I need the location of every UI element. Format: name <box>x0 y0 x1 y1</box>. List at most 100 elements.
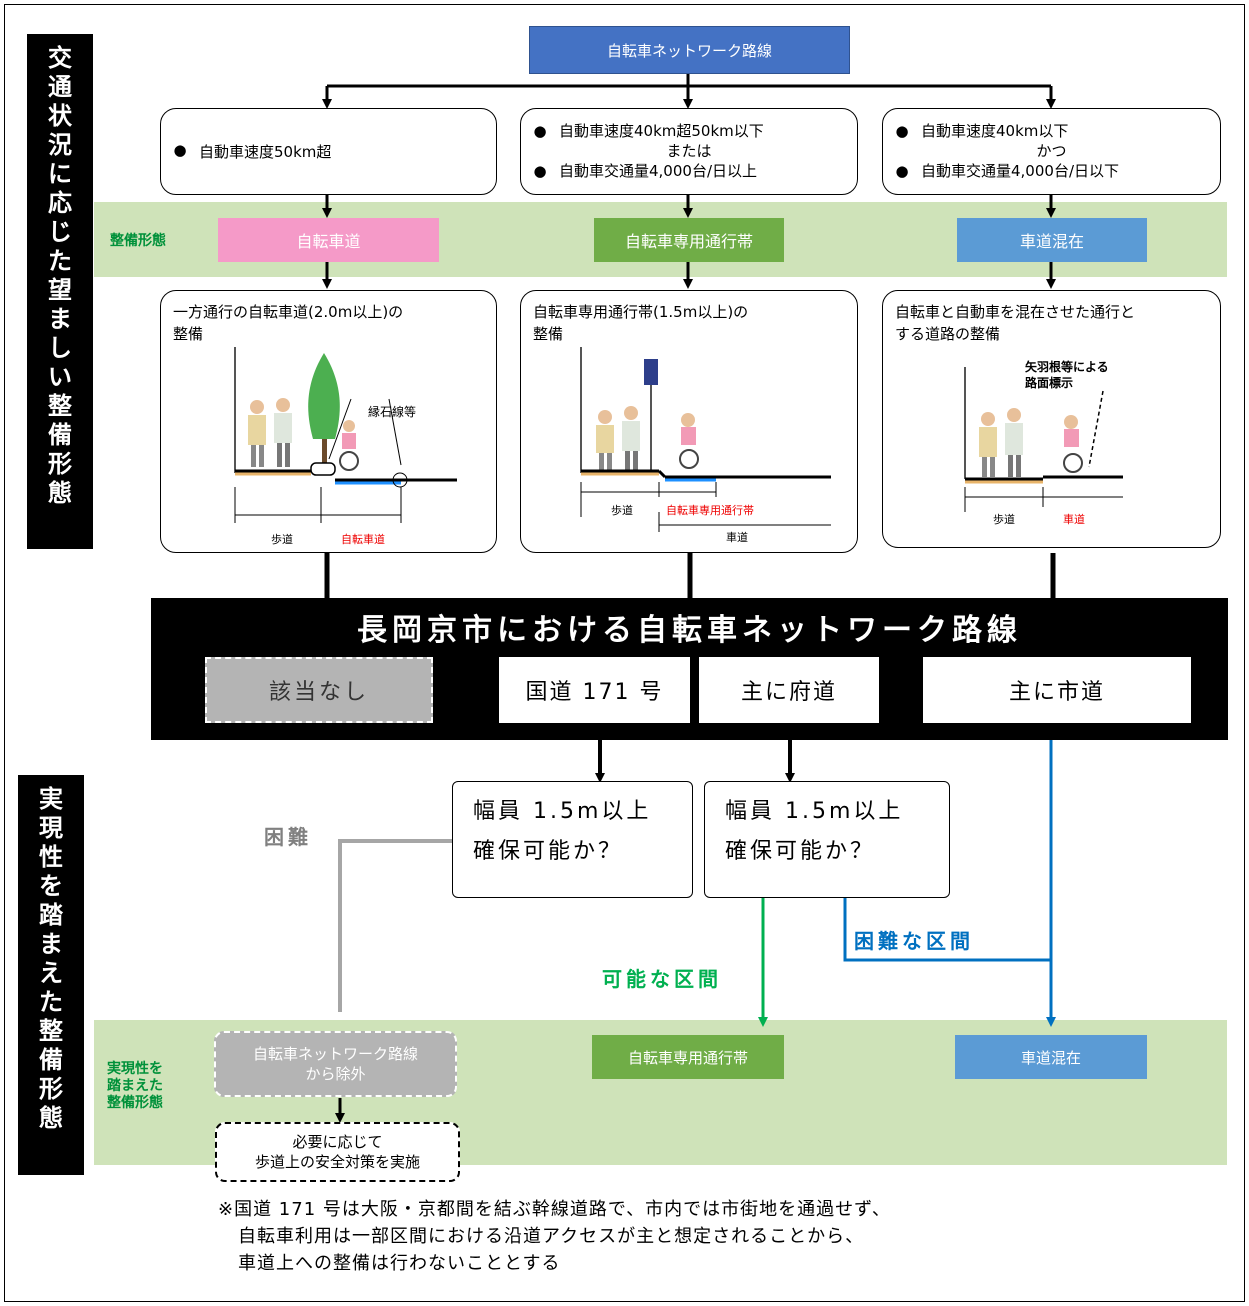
condition-text: 自動車速度40km以下 <box>921 122 1069 140</box>
footnote: ※国道 171 号は大阪・京都間を結ぶ幹線道路で、市内では市街地を通過せず、 自… <box>218 1196 891 1277</box>
cross-section-illustration <box>580 347 831 532</box>
footnote-line: ※国道 171 号は大阪・京都間を結ぶ幹線道路で、市内では市街地を通過せず、 <box>218 1199 891 1220</box>
bullet-icon: ● <box>895 162 909 180</box>
safety-text: 歩道上の安全対策を実施 <box>254 1153 420 1171</box>
bullet-icon: ● <box>895 122 909 140</box>
band-label-feasible: 実現性を 踏まえた 整備形態 <box>107 1061 163 1112</box>
side-label-char: ま <box>48 305 72 333</box>
side-label-char: 形 <box>48 450 72 478</box>
side-label-char: 備 <box>48 421 72 449</box>
side-label-char: に <box>48 160 72 188</box>
condition-box-left: ● 自動車速度50km超 <box>160 108 497 195</box>
pill-mixed-traffic: 車道混在 <box>957 218 1147 262</box>
route-none-box: 該当なし <box>205 657 433 723</box>
question-text: 確保可能か？ <box>473 839 624 864</box>
panel-bicycle-lane: 自転車専用通行帯(1.5m以上)の 整備 歩道 自転車専用通行帯 車道 <box>520 290 858 553</box>
side-label-char: じ <box>48 218 72 246</box>
question-box-left: 幅員 1.5m以上 確保可能か？ <box>452 781 693 898</box>
dim-label-sidewalk: 歩道 <box>993 513 1015 526</box>
panel-text: 一方通行の自転車道(2.0m以上)の <box>173 303 404 321</box>
dim-label-bicycle-road: 自転車道 <box>341 533 385 546</box>
question-text: 確保可能か？ <box>725 839 876 864</box>
question-text: 幅員 1.5m以上 <box>473 799 652 824</box>
side-label-char: 態 <box>39 1104 63 1132</box>
side-label-char: た <box>48 247 72 275</box>
condition-box-center: ● 自動車速度40km超50km以下 または ● 自動車交通量4,000台/日以上 <box>520 108 858 195</box>
dim-label-roadway: 車道 <box>726 531 748 544</box>
dim-label-sidewalk: 歩道 <box>271 533 293 546</box>
condition-box-right: ● 自動車速度40km以下 かつ ● 自動車交通量4,000台/日以下 <box>882 108 1221 195</box>
network-bar-title: 長岡京市における自転車ネットワーク路線 <box>357 613 1022 648</box>
side-label-char: 通 <box>48 73 72 101</box>
cross-section-illustration <box>234 347 457 523</box>
band-label-text: 実現性を <box>107 1061 163 1077</box>
panel-bicycle-road: 一方通行の自転車道(2.0m以上)の 整備 縁石線等 歩道 自 <box>160 290 497 553</box>
dim-label-bicycle-lane: 自転車専用通行帯 <box>666 504 754 517</box>
pill-bicycle-lane: 自転車専用通行帯 <box>594 218 784 262</box>
condition-text: 自動車交通量4,000台/日以上 <box>559 162 757 180</box>
panel-mixed-traffic: 自転車と自動車を混在させた通行と する道路の整備 矢羽根等による 路面標示 歩道… <box>882 290 1221 548</box>
panel-text: 整備 <box>173 325 204 343</box>
condition-text: 自動車速度40km超50km以下 <box>559 122 764 140</box>
side-label-char: 態 <box>48 479 72 507</box>
side-label-char: え <box>39 959 63 987</box>
side-label-char: ま <box>39 930 63 958</box>
side-label-char: 整 <box>48 392 72 420</box>
side-label-char: 備 <box>39 1046 63 1074</box>
result-mixed-traffic: 車道混在 <box>955 1035 1147 1079</box>
panel-text: 自転車と自動車を混在させた通行と <box>895 303 1136 321</box>
condition-connector: または <box>666 142 712 160</box>
side-label-char: た <box>39 988 63 1016</box>
side-label-top: 交通状況に応じた望ましい整備形態 <box>27 34 93 549</box>
side-label-char: い <box>48 363 72 391</box>
network-route-box: 自転車ネットワーク路線 <box>529 26 850 74</box>
label-difficult: 困難 <box>264 825 312 849</box>
pill-bicycle-road: 自転車道 <box>218 218 439 262</box>
bullet-icon: ● <box>533 122 547 140</box>
question-box-right: 幅員 1.5m以上 確保可能か？ <box>704 781 950 898</box>
side-label-char: 望 <box>48 276 72 304</box>
panel-text: する道路の整備 <box>895 325 1001 343</box>
side-label-bottom: 実現性を踏まえた整備形態 <box>18 775 84 1175</box>
side-label-char: 現 <box>39 814 63 842</box>
safety-text: 必要に応じて <box>292 1133 383 1151</box>
callout-text: 矢羽根等による <box>1025 360 1109 374</box>
question-text: 幅員 1.5m以上 <box>725 799 904 824</box>
condition-connector: かつ <box>1036 142 1067 160</box>
side-label-char: を <box>39 872 63 900</box>
panel-text: 整備 <box>533 325 564 343</box>
bullet-icon: ● <box>533 162 547 180</box>
side-label-char: 形 <box>39 1075 63 1103</box>
result-bicycle-lane: 自転車専用通行帯 <box>592 1035 784 1079</box>
band-label-text: 踏まえた <box>107 1078 163 1094</box>
route-171-box: 国道 171 号 <box>499 657 690 723</box>
side-label-char: 実 <box>39 785 63 813</box>
route-city-box: 主に市道 <box>923 657 1191 723</box>
excluded-text: から除外 <box>305 1065 366 1083</box>
curb-callout: 縁石線等 <box>368 405 417 419</box>
side-label-char: し <box>48 334 72 362</box>
panel-text: 自転車専用通行帯(1.5m以上)の <box>533 303 749 321</box>
safety-measures-box: 必要に応じて 歩道上の安全対策を実施 <box>215 1122 460 1182</box>
side-label-char: 状 <box>48 102 72 130</box>
condition-text: 自動車速度50km超 <box>199 143 332 161</box>
footnote-line: 車道上への整備は行わないこととする <box>238 1253 561 1274</box>
dim-label-sidewalk: 歩道 <box>611 504 633 517</box>
bullet-icon: ● <box>173 141 187 159</box>
band-label-text: 整備形態 <box>107 1095 163 1111</box>
side-label-char: 踏 <box>39 901 63 929</box>
excluded-text: 自転車ネットワーク路線 <box>252 1045 418 1063</box>
outer-frame <box>4 4 1245 1302</box>
side-label-char: 況 <box>48 131 72 159</box>
label-possible-section: 可能な区間 <box>602 967 722 991</box>
dim-label-roadway: 車道 <box>1063 513 1085 526</box>
route-prefectural-box: 主に府道 <box>699 657 879 723</box>
label-difficult-section: 困難な区間 <box>854 929 974 953</box>
band-label-planning: 整備形態 <box>110 233 166 249</box>
excluded-from-network-box: 自転車ネットワーク路線 から除外 <box>214 1031 457 1097</box>
side-label-char: 性 <box>39 843 63 871</box>
side-label-char: 応 <box>48 189 72 217</box>
side-label-char: 整 <box>39 1017 63 1045</box>
condition-text: 自動車交通量4,000台/日以下 <box>921 162 1119 180</box>
